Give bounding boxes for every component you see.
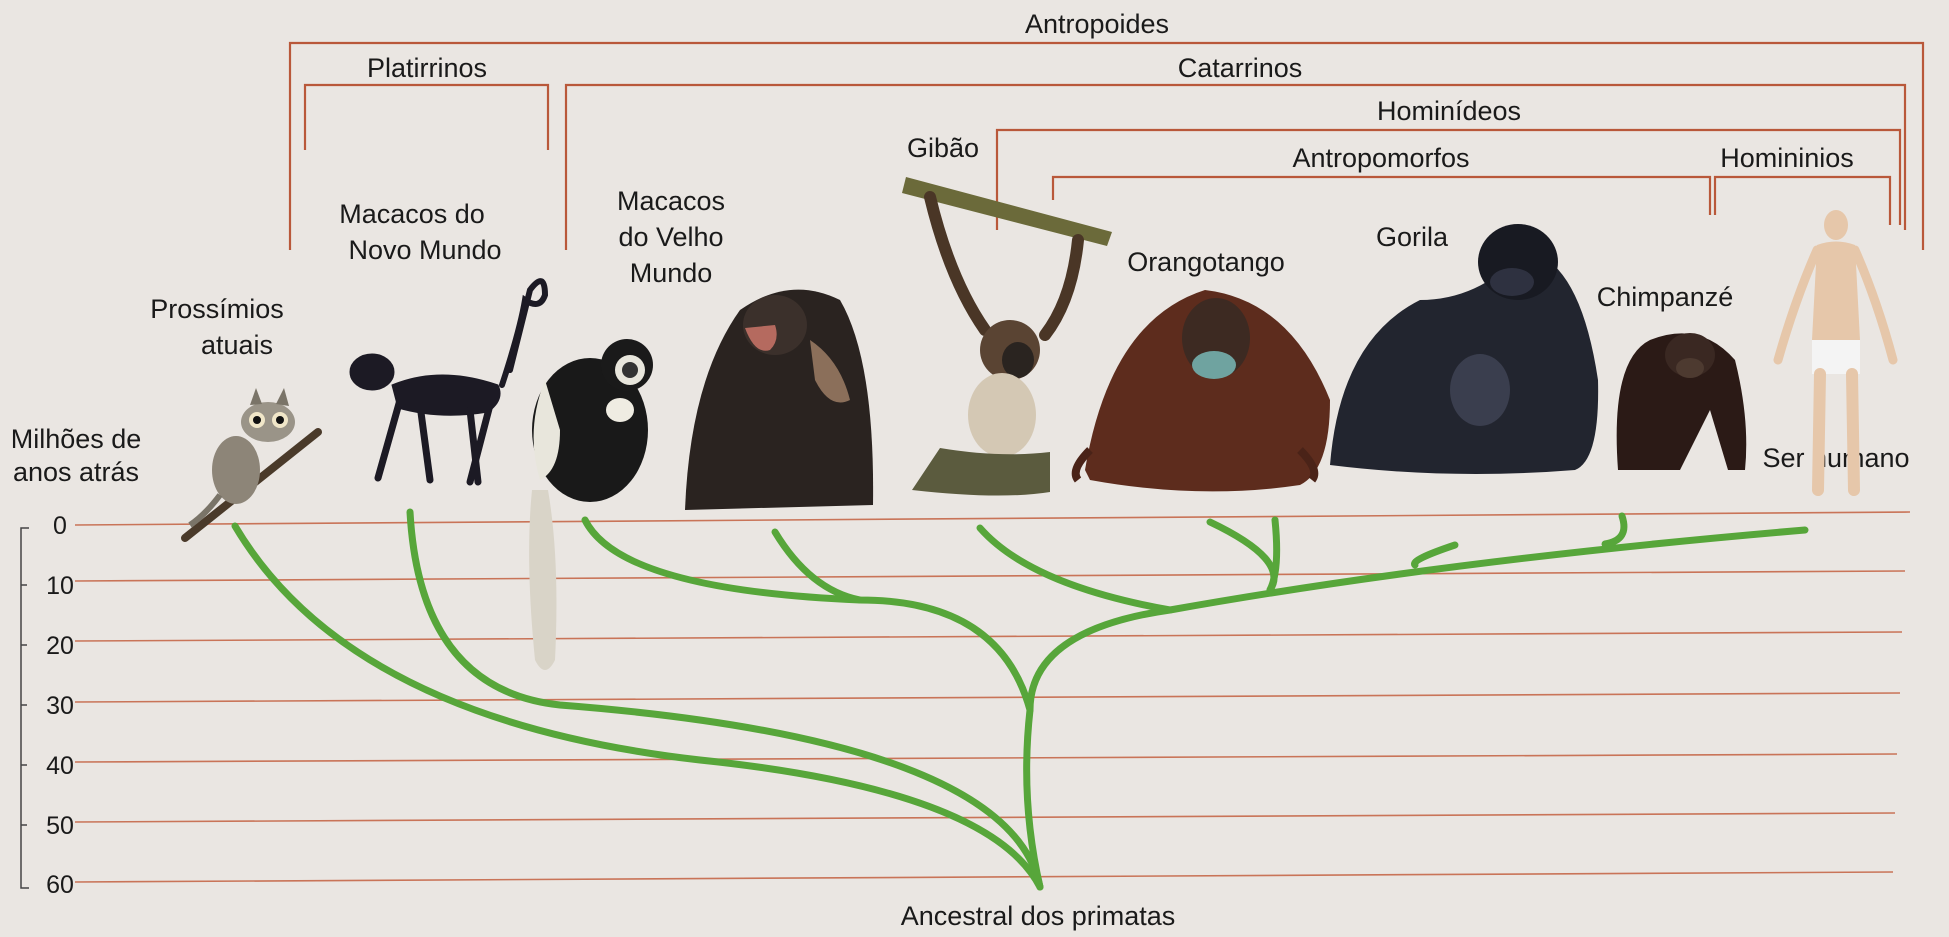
clade-brackets xyxy=(290,43,1923,250)
bracket-antropomorfos xyxy=(1053,177,1710,215)
taxon-label-velho-mundo-3: Mundo xyxy=(630,258,713,288)
tick-label-30: 30 xyxy=(46,692,74,720)
taxon-label-velho-mundo-2: do Velho xyxy=(618,222,723,252)
taxon-label-prossimios-2: atuais xyxy=(201,330,273,360)
bracket-homininios xyxy=(1715,177,1890,225)
tick-label-0: 0 xyxy=(53,512,67,540)
clade-label-catarrinos: Catarrinos xyxy=(1178,53,1303,83)
branch-hominini xyxy=(1415,545,1456,565)
taxon-label-humano: Ser humano xyxy=(1762,443,1909,473)
branch-velho-mundo xyxy=(585,520,1030,710)
bracket-antropoides xyxy=(290,43,1923,250)
spider-monkey-icon xyxy=(350,281,545,482)
baboon-icon xyxy=(685,290,873,510)
time-axis xyxy=(21,528,29,888)
clade-labels: Antropoides Platirrinos Catarrinos Homin… xyxy=(367,9,1854,173)
taxon-label-novo-mundo-2: Novo Mundo xyxy=(348,235,501,265)
bracket-catarrinos xyxy=(566,85,1905,250)
tick-label-20: 20 xyxy=(46,632,74,660)
gridline-60 xyxy=(75,872,1893,882)
axis-title-line-2: anos atrás xyxy=(13,457,139,487)
root-label: Ancestral dos primatas xyxy=(901,901,1176,931)
branch-chimpanze xyxy=(1605,516,1624,544)
taxon-label-gorila: Gorila xyxy=(1376,222,1449,252)
gridline-40 xyxy=(75,754,1897,762)
taxon-label-novo-mundo-1: Macacos do xyxy=(339,199,485,229)
taxon-label-velho-mundo-1: Macacos xyxy=(617,186,725,216)
taxon-label-orangotango: Orangotango xyxy=(1127,247,1285,277)
branch-orangotango xyxy=(1210,522,1274,590)
chimpanzee-icon xyxy=(1617,333,1747,470)
taxon-label-prossimios-1: Prossímios xyxy=(150,294,284,324)
gorilla-icon xyxy=(1330,224,1598,474)
axis-tick-labels: 0 10 20 30 40 50 60 xyxy=(46,512,74,899)
gridline-10 xyxy=(75,571,1905,581)
gridline-30 xyxy=(75,693,1900,702)
tick-label-60: 60 xyxy=(46,871,74,899)
tarsier-icon xyxy=(185,388,318,538)
tick-label-40: 40 xyxy=(46,752,74,780)
branch-velho-mundo-tip xyxy=(775,532,860,600)
clade-label-hominideos: Hominídeos xyxy=(1377,96,1521,126)
clade-label-antropomorfos: Antropomorfos xyxy=(1292,143,1469,173)
gibbon-icon xyxy=(902,177,1112,496)
gridline-50 xyxy=(75,813,1895,822)
colobus-monkey-icon xyxy=(529,339,653,670)
time-gridlines xyxy=(75,512,1910,882)
clade-label-antropoides: Antropoides xyxy=(1025,9,1169,39)
tick-label-10: 10 xyxy=(46,572,74,600)
axis-title-line-1: Milhões de xyxy=(11,424,142,454)
clade-label-platirrinos: Platirrinos xyxy=(367,53,487,83)
branch-gibao xyxy=(980,528,1170,610)
gridline-0 xyxy=(75,512,1910,525)
clade-label-homininios: Homininios xyxy=(1720,143,1854,173)
tick-label-50: 50 xyxy=(46,812,74,840)
bracket-platirrinos xyxy=(305,85,548,150)
taxon-label-chimpanze: Chimpanzé xyxy=(1597,282,1734,312)
branch-gorila xyxy=(1270,520,1277,590)
axis-spine xyxy=(21,528,29,888)
clade-label-gibao: Gibão xyxy=(907,133,979,163)
orangutan-icon xyxy=(1076,290,1330,491)
